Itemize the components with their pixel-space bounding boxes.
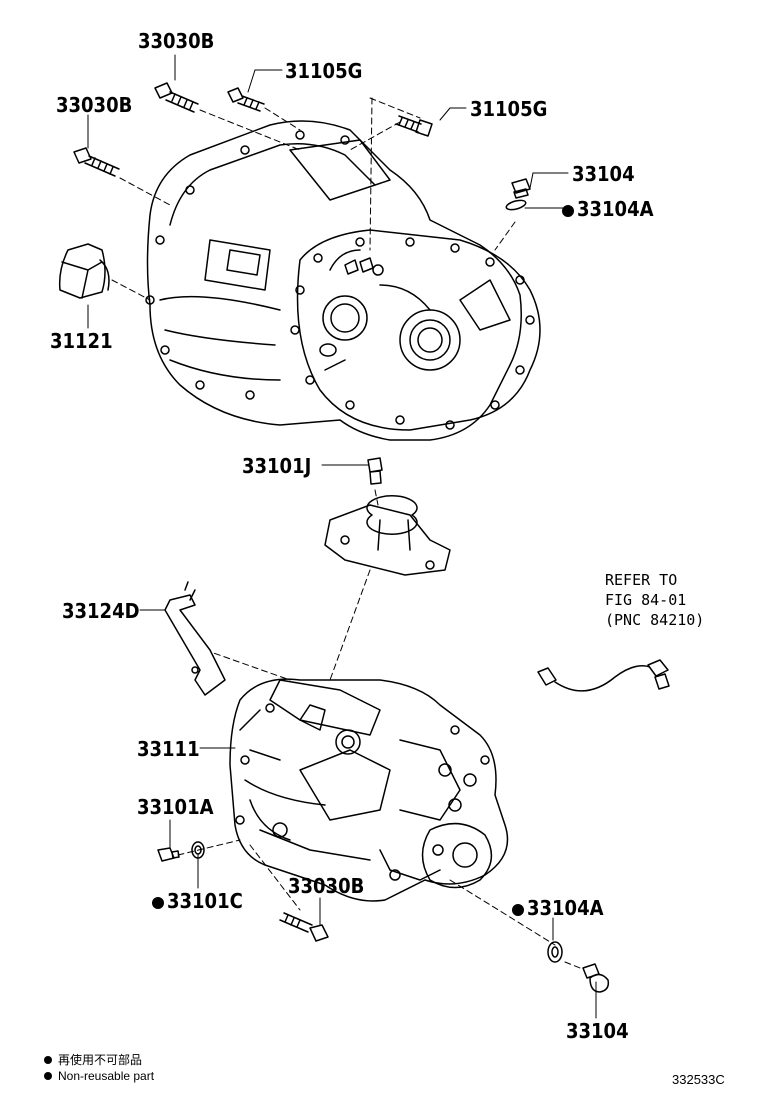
- legend-en: Non-reusable part: [44, 1068, 154, 1084]
- transaxle-housing-top-icon: [145, 120, 541, 441]
- non-reusable-dot-icon: [562, 205, 574, 217]
- sensor-wire-icon: [537, 659, 670, 692]
- legend-dot-icon: [44, 1072, 52, 1080]
- part-label-33111: 33111: [137, 737, 200, 761]
- part-label-33104-bottom: 33104: [566, 1019, 629, 1043]
- part-label-31105G-b: 31105G: [470, 97, 548, 121]
- legend-jp: 再使用不可部品: [44, 1052, 154, 1068]
- part-label-33030B-left: 33030B: [56, 93, 133, 117]
- legend-dot-icon: [44, 1056, 52, 1064]
- plug-33104-bottom-icon: [582, 963, 610, 993]
- refer-line-2: FIG 84-01: [605, 591, 687, 609]
- part-label-33030B-top: 33030B: [138, 29, 215, 53]
- part-label-31121: 31121: [50, 329, 113, 353]
- bracket-33124D-icon: [164, 581, 226, 696]
- gasket-33101C-icon: [191, 841, 205, 859]
- part-label-31105G-a: 31105G: [285, 59, 363, 83]
- part-label-33101C: 33101C: [152, 890, 243, 912]
- part-label-33101J: 33101J: [242, 454, 312, 478]
- bolt-33030B-left-icon: [73, 147, 120, 177]
- gasket-33104A-bottom-icon: [547, 941, 563, 963]
- shift-cover-icon: [324, 495, 451, 576]
- part-label-33104A-top: 33104A: [562, 198, 654, 220]
- plug-33101J-icon: [367, 457, 383, 485]
- part-label-33101A: 33101A: [137, 795, 214, 819]
- gasket-33104A-top-icon: [505, 199, 527, 211]
- refer-line-3: (PNC 84210): [605, 611, 705, 629]
- leader-lines: [87, 54, 597, 1019]
- plug-33104-top-icon: [511, 178, 531, 199]
- part-label-33030B-bottom: 33030B: [288, 874, 365, 898]
- bolt-33030B-bottom-icon: [279, 912, 329, 942]
- part-label-33124D: 33124D: [62, 599, 140, 623]
- non-reusable-dot-icon: [512, 904, 524, 916]
- part-label-33104A-bottom: 33104A: [512, 897, 604, 919]
- part-label-33104-top: 33104: [572, 162, 635, 186]
- refer-line-1: REFER TO: [605, 571, 678, 589]
- transaxle-case-33111-icon: [229, 678, 509, 902]
- non-reusable-dot-icon: [152, 897, 164, 909]
- cover-31121-icon: [58, 243, 110, 299]
- refer-note: REFER TO FIG 84-01 (PNC 84210): [605, 570, 704, 630]
- plug-33101A-icon: [157, 847, 180, 862]
- bolt-31105G-b-icon: [395, 115, 433, 137]
- bolt-33030B-top-icon: [154, 82, 199, 113]
- legend: 再使用不可部品 Non-reusable part: [44, 1052, 154, 1084]
- figure-code: 332533C: [672, 1072, 725, 1087]
- bolt-31105G-a-icon: [227, 87, 265, 112]
